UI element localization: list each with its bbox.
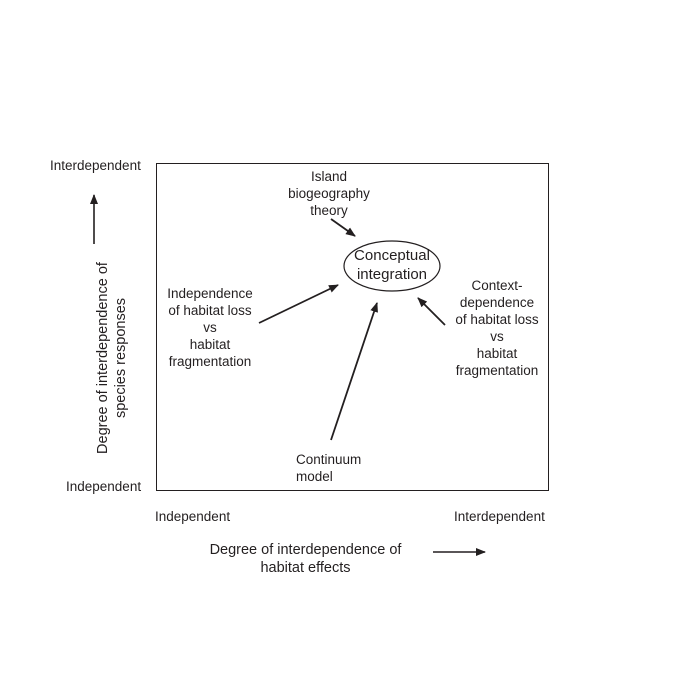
node-line: of habitat loss [455, 312, 539, 327]
node-line: dependence [459, 295, 535, 310]
node-line: of habitat loss [168, 303, 252, 318]
center-ellipse [343, 240, 441, 292]
diagram-frame [156, 163, 549, 491]
center-line2: integration [356, 266, 428, 283]
y-axis-title: Degree of interdependence of species res… [94, 262, 130, 454]
node-line: fragmentation [455, 363, 539, 378]
y-top-label: Interdependent [50, 158, 141, 173]
island-arrow [330, 218, 356, 237]
node-island-biogeography: Island biogeography theory [279, 168, 379, 219]
node-line: biogeography [288, 186, 370, 201]
y-axis-title-line2: species responses [113, 297, 129, 419]
node-line: habitat [189, 337, 231, 352]
x-axis-title: Degree of interdependence of habitat eff… [193, 541, 418, 577]
y-axis-title-line1: Degree of interdependence of [95, 262, 111, 454]
x-axis-title-line2: habitat effects [260, 560, 351, 576]
independence-arrow [258, 284, 339, 324]
continuum-arrow [330, 302, 378, 441]
node-line: Independence [167, 286, 253, 301]
x-right-label: Interdependent [454, 509, 545, 524]
node-line: Continuum [296, 452, 362, 467]
node-line: vs [490, 329, 504, 344]
node-line: fragmentation [168, 354, 252, 369]
y-bottom-label: Independent [66, 479, 142, 494]
x-left-label: Independent [155, 509, 231, 524]
node-line: vs [203, 320, 217, 335]
center-line1: Conceptual [354, 247, 430, 264]
context-arrow [417, 297, 446, 326]
node-continuum-model: Continuum model [296, 451, 361, 485]
center-node: Conceptual integration [344, 246, 440, 284]
node-line: Island [310, 169, 348, 184]
node-independence: Independence of habitat loss vs habitat … [160, 285, 260, 370]
x-axis-title-line1: Degree of interdependence of [209, 542, 402, 558]
node-line: Context- [471, 278, 523, 293]
node-context-dependence: Context- dependence of habitat loss vs h… [447, 277, 547, 379]
node-line: theory [310, 203, 348, 218]
node-line: model [296, 469, 333, 484]
node-line: habitat [476, 346, 518, 361]
